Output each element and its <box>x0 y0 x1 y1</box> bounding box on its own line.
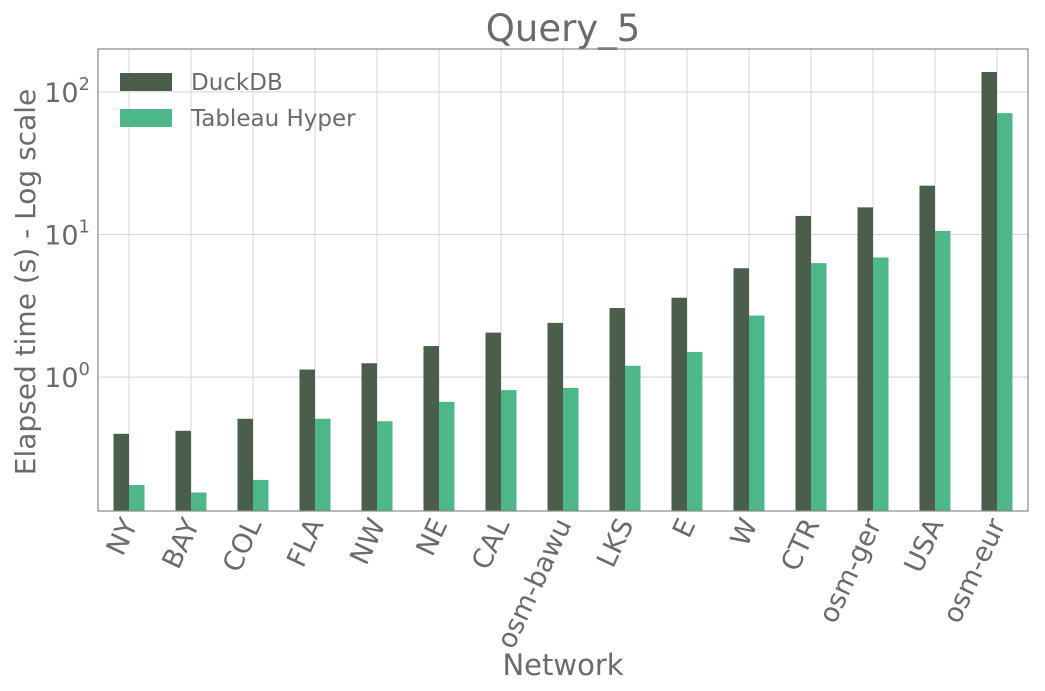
legend-swatch-duckdb <box>120 73 172 91</box>
bar-tableau-hyper-lks <box>625 365 641 511</box>
x-tick-label: FLA <box>281 513 330 572</box>
bar-tableau-hyper-col <box>253 479 269 511</box>
x-tick-label: NY <box>101 513 145 560</box>
x-axis-label: Network <box>502 648 623 682</box>
bar-tableau-hyper-usa <box>935 230 951 511</box>
bar-duckdb-bay <box>175 430 191 511</box>
x-tick-label: USA <box>899 513 951 577</box>
bar-tableau-hyper-osm-eur <box>997 113 1013 511</box>
bar-tableau-hyper-w <box>749 315 765 511</box>
x-tick-label: NW <box>344 514 392 570</box>
bar-tableau-hyper-ctr <box>811 263 827 511</box>
y-axis-label: Elapsed time (s) - Log scale <box>9 89 42 475</box>
x-tick-label: NE <box>410 514 454 561</box>
bar-duckdb-ny <box>113 433 129 511</box>
bar-duckdb-osm-bawu <box>547 322 563 511</box>
y-tick-label: 100 <box>44 359 90 394</box>
bar-duckdb-osm-ger <box>857 207 873 511</box>
bar-tableau-hyper-osm-bawu <box>563 387 579 511</box>
legend-label-duckdb: DuckDB <box>191 70 283 96</box>
bar-duckdb-w <box>733 268 749 511</box>
y-ticks: 100 101 102 <box>44 74 90 394</box>
x-tick-label: CAL <box>466 514 516 575</box>
bar-duckdb-e <box>671 297 687 511</box>
legend-label-tableau-hyper: Tableau Hyper <box>190 106 356 132</box>
chart-title: Query_5 <box>486 7 641 50</box>
bar-tableau-hyper-e <box>687 351 703 511</box>
bar-tableau-hyper-osm-ger <box>873 257 889 511</box>
x-tick-label: COL <box>217 514 268 577</box>
bar-tableau-hyper-nw <box>377 421 393 511</box>
bars <box>113 71 1013 512</box>
bar-tableau-hyper-fla <box>315 418 331 511</box>
x-tick-label: BAY <box>157 513 207 573</box>
bar-tableau-hyper-ny <box>129 485 145 511</box>
bar-duckdb-lks <box>609 308 625 511</box>
x-tick-label: W <box>725 514 764 551</box>
bar-duckdb-ne <box>423 346 439 511</box>
bar-duckdb-ctr <box>795 215 811 511</box>
legend: DuckDB Tableau Hyper <box>120 70 356 132</box>
bar-tableau-hyper-cal <box>501 390 517 511</box>
x-tick-label: E <box>667 514 702 543</box>
x-tick-label: LKS <box>591 514 640 572</box>
plot-frame <box>97 48 1029 512</box>
y-tick-label: 102 <box>44 74 90 109</box>
bar-duckdb-nw <box>361 363 377 511</box>
bar-tableau-hyper-ne <box>439 401 455 511</box>
bar-duckdb-fla <box>299 369 315 511</box>
bar-duckdb-col <box>237 418 253 511</box>
bar-duckdb-cal <box>485 332 501 511</box>
bar-tableau-hyper-bay <box>191 492 207 511</box>
legend-swatch-tableau-hyper <box>120 109 172 127</box>
bar-duckdb-osm-eur <box>981 71 997 512</box>
bar-duckdb-usa <box>919 185 935 512</box>
y-tick-label: 101 <box>44 216 90 251</box>
x-tick-label: CTR <box>775 514 826 576</box>
